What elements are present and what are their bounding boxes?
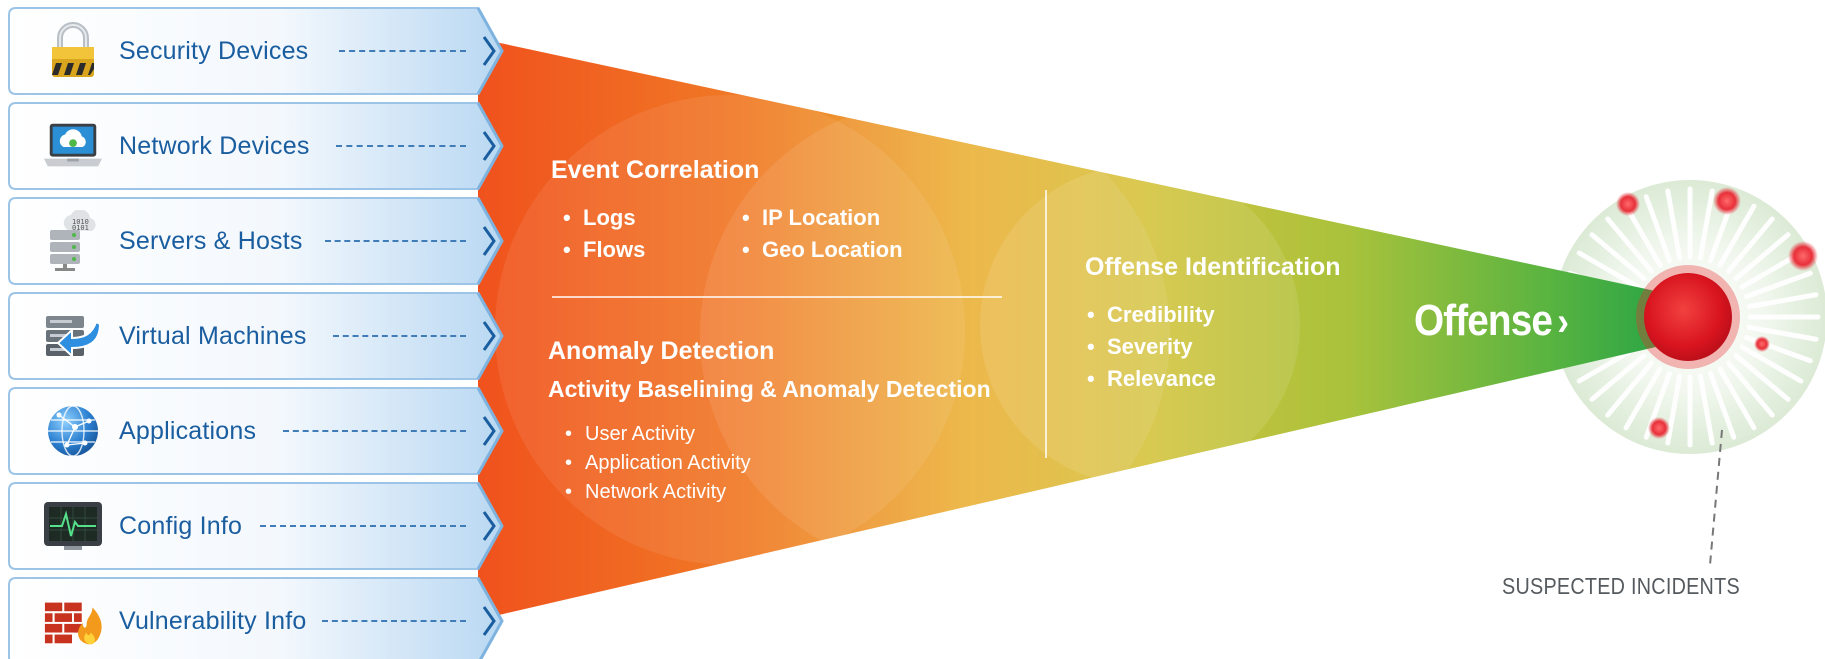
incident-dots (1616, 187, 1818, 439)
burst-ray (1665, 188, 1683, 261)
bullet-item: Relevance (1085, 363, 1216, 395)
data-source-list: Security Devices Network Devices (8, 7, 506, 659)
anomaly-detection-list: User ActivityApplication ActivityNetwork… (563, 420, 751, 507)
padlock-icon (42, 21, 104, 81)
bullet-item: Application Activity (563, 449, 751, 478)
bullet-item: Credibility (1085, 299, 1216, 331)
monitor-icon (42, 496, 104, 556)
burst-ray (1589, 353, 1647, 402)
virtual-machine-icon (42, 306, 104, 366)
cloud-laptop-icon (42, 116, 104, 176)
burst-ray (1643, 194, 1672, 264)
source-item-network-devices: Network Devices (8, 102, 506, 190)
bullet-item: Flows (561, 234, 645, 266)
source-item-security-devices: Security Devices (8, 7, 506, 95)
bullet-item: User Activity (563, 420, 751, 449)
burst-ray (1697, 373, 1715, 446)
burst-ray (1739, 344, 1804, 384)
bullet-item: Severity (1085, 331, 1216, 363)
source-item-applications: Applications (8, 387, 506, 475)
globe-icon (42, 401, 104, 461)
burst-ray (1726, 216, 1775, 274)
source-tab-background (8, 577, 504, 659)
burst-ray (1717, 203, 1757, 268)
burst-ray (1743, 270, 1813, 299)
burst-ray (1717, 366, 1757, 431)
source-label: Vulnerability Info (119, 607, 307, 635)
source-tab-background (8, 387, 504, 475)
source-tab-background (8, 102, 504, 190)
burst-ray (1589, 232, 1647, 281)
burst-ray (1697, 188, 1715, 261)
event-correlation-list-1: LogsFlows (561, 202, 645, 266)
burst-ray (1726, 360, 1775, 418)
source-label: Network Devices (119, 132, 310, 160)
source-label: Security Devices (119, 37, 309, 65)
source-label: Applications (119, 417, 257, 445)
anomaly-detection-subtitle: Activity Baselining & Anomaly Detection (548, 376, 991, 402)
offense-label: Offense› (1414, 296, 1569, 346)
burst-ray (1576, 250, 1641, 290)
source-label: Servers & Hosts (119, 227, 303, 255)
offense-text: Offense (1414, 296, 1553, 345)
source-tab-background (8, 482, 504, 570)
burst-ray (1708, 370, 1737, 440)
offense-core (1644, 273, 1732, 361)
source-item-virtual-machines: Virtual Machines (8, 292, 506, 380)
source-tab-background (8, 197, 504, 285)
source-connector-dashes (283, 430, 466, 432)
burst-ray (1605, 360, 1654, 418)
suspected-incidents-label: SUSPECTED INCIDENTS (1502, 573, 1740, 599)
source-label: Config Info (119, 512, 243, 540)
firewall-icon (42, 591, 104, 651)
burst-ray (1746, 324, 1819, 342)
event-correlation-title: Event Correlation (551, 156, 760, 184)
burst-ray (1665, 373, 1683, 446)
event-correlation-list-2: IP LocationGeo Location (740, 202, 903, 266)
bullet-item: IP Location (740, 202, 903, 234)
source-item-servers-hosts: 1010 0101 Servers & Hosts (8, 197, 506, 285)
offense-identification-list: CredibilitySeverityRelevance (1085, 299, 1216, 395)
source-connector-dashes (322, 620, 466, 622)
burst-ray (1623, 203, 1663, 268)
burst-ray (1733, 353, 1791, 402)
chevron-right-icon: › (1557, 300, 1569, 344)
burst-ray (1733, 232, 1791, 281)
suspected-incidents-leader (1709, 429, 1723, 566)
source-connector-dashes (339, 50, 466, 52)
burst-ray (1746, 292, 1819, 310)
burst-ray (1605, 216, 1654, 274)
source-item-vulnerability-info: Vulnerability Info (8, 577, 506, 659)
source-item-config-info: Config Info (8, 482, 506, 570)
server-icon: 1010 0101 (42, 210, 104, 271)
source-connector-dashes (333, 335, 466, 337)
source-connector-dashes (336, 145, 466, 147)
bullet-item: Logs (561, 202, 645, 234)
anomaly-detection-title: Anomaly Detection (548, 337, 775, 365)
binary-text-2: 0101 (72, 224, 89, 232)
offense-identification-title: Offense Identification (1085, 253, 1341, 281)
bullet-item: Geo Location (740, 234, 903, 266)
bullet-item: Network Activity (563, 478, 751, 507)
binary-text-1: 1010 (72, 218, 89, 226)
source-tab-background (8, 292, 504, 380)
burst-ray (1623, 366, 1663, 431)
source-tab-background (8, 7, 504, 95)
source-label: Virtual Machines (119, 322, 307, 350)
source-connector-dashes (260, 525, 466, 527)
funnel-body (478, 40, 1660, 618)
source-connector-dashes (325, 240, 466, 242)
